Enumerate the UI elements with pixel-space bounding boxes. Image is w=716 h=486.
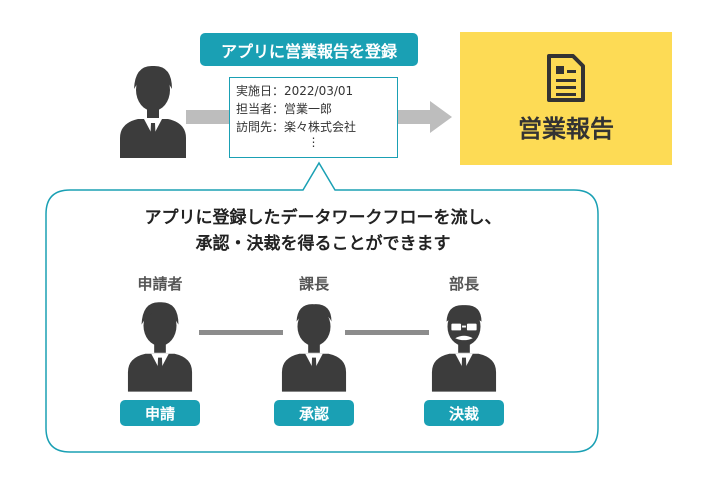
document-icon	[547, 54, 585, 102]
section-chief-avatar-icon	[281, 304, 347, 392]
department-head-avatar-icon	[431, 305, 497, 392]
sales-report-box: 営業報告	[460, 32, 672, 165]
user-avatar-icon	[120, 65, 186, 158]
connector-line	[199, 330, 283, 335]
register-tag: アプリに営業報告を登録	[200, 33, 418, 66]
connector-line	[345, 330, 429, 335]
bubble-headline: アプリに登録したデータワークフローを流し、 承認・決裁を得ることができます	[80, 205, 566, 257]
report-label: 営業報告	[518, 115, 614, 143]
form-line-date: 実施日：2022/03/01	[236, 84, 354, 98]
action-tag-approve: 承認	[274, 400, 354, 426]
role-label-department-head: 部長	[448, 275, 479, 293]
arrow-shaft-left	[186, 110, 230, 124]
form-line-more: ⋮	[307, 135, 320, 149]
form-line-assignee: 担当者：営業一郎	[236, 102, 333, 116]
action-tag-apply: 申請	[120, 400, 200, 426]
headline-line-2: 承認・決裁を得ることができます	[195, 234, 451, 254]
headline-line-1: アプリに登録したデータワークフローを流し、	[144, 208, 502, 228]
report-form-card: 実施日：2022/03/01 担当者：営業一郎 訪問先：楽々株式会社 ⋮	[229, 77, 398, 158]
action-tag-decide: 決裁	[424, 400, 504, 426]
role-label-section-chief: 課長	[298, 275, 329, 293]
role-label-applicant: 申請者	[137, 275, 183, 293]
arrow-shaft-right	[398, 110, 432, 124]
form-line-visit: 訪問先：楽々株式会社	[236, 120, 357, 134]
applicant-avatar-icon	[127, 302, 193, 392]
arrow-head-right	[430, 101, 452, 133]
